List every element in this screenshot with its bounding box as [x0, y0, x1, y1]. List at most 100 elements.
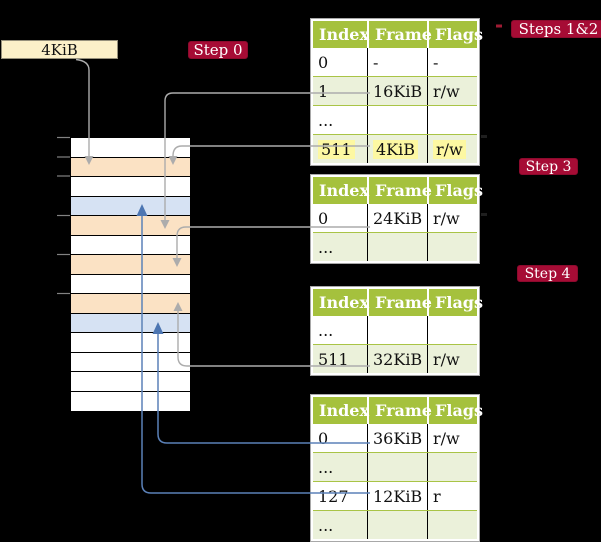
badge-step-3: Step 3: [519, 158, 578, 175]
header-flags: Flags: [427, 289, 483, 316]
cell-index: ...: [318, 320, 334, 340]
memory-frame-blue: [71, 196, 190, 216]
header-index: Index: [319, 25, 370, 44]
memory-frame-orange: [71, 216, 190, 236]
cell-flags: r/w: [427, 77, 477, 105]
cell-index: ...: [318, 110, 334, 130]
memory-frame-white: [71, 235, 190, 255]
memory-frame-white: [71, 372, 190, 392]
cell-frame: 4KiB: [367, 135, 427, 163]
root-frame-box: 4KiB: [1, 40, 118, 59]
memory-frame-orange: [71, 157, 190, 177]
cell-index: ...: [318, 515, 334, 535]
cell-index: 1: [318, 81, 329, 101]
physical-memory-column: [70, 137, 191, 411]
header-frame: Frame: [367, 177, 432, 204]
cell-flags: -: [427, 48, 477, 76]
header-frame: Frame: [367, 289, 432, 316]
cell-index: 0: [318, 428, 329, 448]
table-row: ...: [313, 316, 477, 344]
cell-flags: r/w: [427, 135, 477, 163]
header-flags: Flags: [427, 397, 483, 424]
memory-tick-marks: [57, 136, 70, 295]
highlighted-value: r/w: [433, 139, 466, 159]
header-flags: Flags: [427, 21, 483, 48]
badge-steps-1-2: Steps 1&2: [511, 20, 601, 38]
header-frame: Frame: [367, 397, 432, 424]
cell-flags: r: [427, 482, 477, 510]
cell-index: 511: [313, 135, 367, 163]
table-row: 0 --: [313, 48, 477, 76]
cell-frame: 24KiB: [367, 204, 427, 232]
badge-step-4-label: Step 4: [524, 265, 571, 282]
cell-index: 511: [318, 349, 349, 369]
cell-frame: -: [367, 48, 427, 76]
cell-frame: [367, 511, 427, 539]
memory-frame-blue: [71, 313, 190, 333]
memory-frame-white: [71, 138, 190, 158]
memory-frame-orange: [71, 294, 190, 314]
stub-mark-entry511: [481, 135, 487, 138]
cell-flags: r/w: [427, 204, 477, 232]
memory-frame-orange: [71, 255, 190, 275]
cell-frame: 36KiB: [367, 424, 427, 452]
memory-frame-white: [71, 274, 190, 294]
cell-flags: r/w: [427, 424, 477, 452]
header-flags: Flags: [427, 177, 483, 204]
stub-mark-entry0: [481, 213, 487, 216]
cell-index: 0: [318, 52, 329, 72]
highlighted-value: 4KiB: [373, 139, 419, 159]
table-row: ...: [313, 510, 477, 539]
cell-flags: [427, 316, 477, 344]
cell-frame: [367, 316, 427, 344]
badge-steps-1-2-label: Steps 1&2: [518, 20, 599, 38]
badge-step-3-label: Step 3: [525, 158, 572, 175]
table-row: ...: [313, 452, 477, 481]
memory-frame-white: [71, 333, 190, 353]
table-row: ...: [313, 105, 477, 134]
cell-flags: [427, 233, 477, 261]
header-index: Index: [319, 181, 370, 200]
cell-frame: [367, 106, 427, 134]
table-row: 511 4KiB r/w: [313, 134, 477, 163]
page-table-walk-diagram: { "colors": { "background": "#000000", "…: [1, 18, 601, 542]
header-frame: Frame: [367, 21, 432, 48]
cell-flags: r/w: [427, 345, 477, 373]
memory-frame-white: [71, 177, 190, 197]
stub-mark-steps12: [496, 24, 502, 28]
badge-step-0-label: Step 0: [193, 41, 243, 59]
cell-frame: 16KiB: [367, 77, 427, 105]
memory-frame-white: [71, 352, 190, 372]
header-index: Index: [319, 401, 370, 420]
cell-frame: [367, 453, 427, 481]
badge-step-0: Step 0: [188, 41, 248, 59]
cell-flags: [427, 511, 477, 539]
cell-index: ...: [318, 457, 334, 477]
cell-index: ...: [318, 237, 334, 257]
cell-index: 127: [318, 486, 349, 506]
badge-step-4: Step 4: [517, 265, 578, 282]
cell-frame: 32KiB: [367, 345, 427, 373]
header-index: Index: [319, 293, 370, 312]
memory-frame-white: [71, 391, 190, 411]
root-frame-label: 4KiB: [41, 40, 78, 59]
highlighted-value: 511: [318, 139, 355, 159]
cell-frame: 12KiB: [367, 482, 427, 510]
cell-flags: [427, 453, 477, 481]
cell-frame: [367, 233, 427, 261]
cell-flags: [427, 106, 477, 134]
cell-index: 0: [318, 208, 329, 228]
